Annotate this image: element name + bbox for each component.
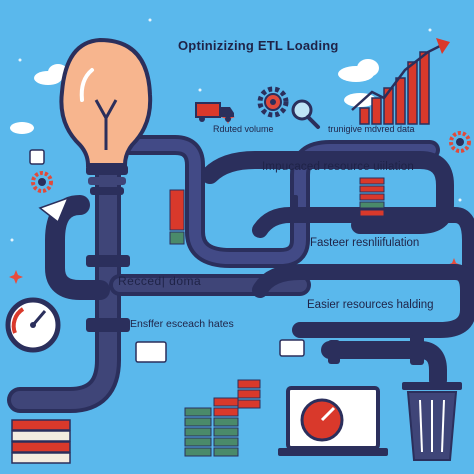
- cloud-icon: [10, 59, 379, 134]
- label-faster-hates: Ensffer esceach hates: [130, 318, 234, 330]
- page-title: Optinizizing ETL Loading: [178, 38, 339, 53]
- label-easier-handling: Easier resources halding: [307, 299, 434, 311]
- chat-bubble-icon: [29, 149, 305, 363]
- magnifier-icon: [291, 99, 320, 129]
- bar-chart-icon: [359, 51, 430, 125]
- trash-bin-icon: [402, 382, 462, 461]
- gear-icon: [31, 171, 53, 193]
- growth-arrow-icon: [351, 38, 450, 111]
- stacked-blocks-icon: [184, 379, 261, 457]
- truck-icon: [195, 102, 234, 122]
- label-unified-data: trunigive mdvred data: [328, 124, 415, 134]
- pipeline: [7, 117, 474, 413]
- laptop-gauge-icon: [278, 386, 388, 456]
- gear-icon: [257, 86, 289, 118]
- label-improved-utilization: Impucaced resource uiilation: [262, 161, 414, 173]
- stacked-blocks-icon: [169, 177, 385, 245]
- gear-icon: [449, 131, 471, 153]
- label-reduced-domain: Recced| doma: [118, 274, 202, 288]
- books-icon: [11, 419, 71, 464]
- label-faster-utilization: Fasteer resnliifulation: [310, 237, 420, 249]
- label-reduced-volume: Rduted volume: [213, 124, 274, 134]
- pipe-flange: [86, 195, 424, 365]
- paper-plane-icon: [38, 196, 70, 224]
- lightbulb-icon: [59, 37, 153, 195]
- gauge-icon: [5, 297, 61, 353]
